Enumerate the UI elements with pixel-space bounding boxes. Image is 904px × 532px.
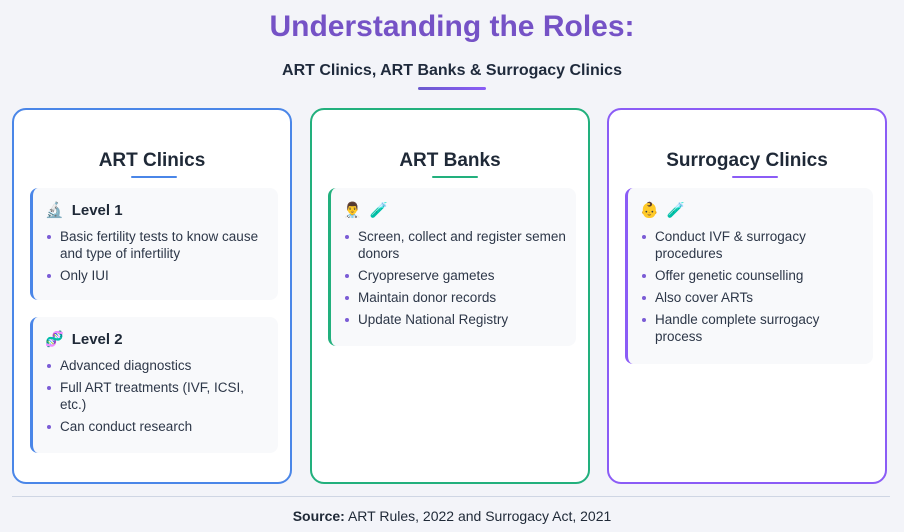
card-title: ART Banks [399, 150, 501, 171]
level-1-header: 🔬 Level 1 [45, 198, 268, 222]
list-item: Handle complete surrogacy process [640, 311, 863, 345]
baby-icon: 👶 [640, 201, 659, 219]
test-tube-icon: 🧪 [666, 201, 686, 219]
list-item: Also cover ARTs [640, 289, 863, 306]
list-item: Screen, collect and register semen donor… [343, 228, 566, 262]
card-art-banks: ART Banks 👨‍⚕️ 🧪 Screen, collect and reg… [310, 108, 590, 484]
list-item: Can conduct research [45, 418, 268, 435]
list-item: Only IUI [45, 267, 268, 284]
list-item: Update National Registry [343, 311, 566, 328]
list-item: Basic fertility tests to know cause and … [45, 228, 268, 262]
art-banks-box: 👨‍⚕️ 🧪 Screen, collect and register seme… [328, 188, 576, 346]
level-1-box: 🔬 Level 1 Basic fertility tests to know … [30, 188, 278, 300]
footer-divider [12, 496, 890, 497]
source-text: ART Rules, 2022 and Surrogacy Act, 2021 [344, 508, 612, 524]
art-banks-list: Screen, collect and register semen donor… [343, 228, 566, 328]
list-item: Full ART treatments (IVF, ICSI, etc.) [45, 379, 268, 413]
card-title-underline [131, 176, 177, 178]
level-2-list: Advanced diagnostics Full ART treatments… [45, 357, 268, 435]
source-footer: Source: ART Rules, 2022 and Surrogacy Ac… [0, 508, 904, 524]
list-item: Conduct IVF & surrogacy procedures [640, 228, 863, 262]
list-item: Cryopreserve gametes [343, 267, 566, 284]
level-1-title: Level 1 [71, 201, 123, 219]
doctor-icon: 👨‍⚕️ [343, 201, 362, 219]
microscope-icon: 🔬 [45, 201, 64, 219]
page-title: Understanding the Roles: [269, 10, 635, 43]
card-title: ART Clinics [98, 150, 206, 171]
level-2-title: Level 2 [71, 330, 123, 348]
card-title-underline [432, 176, 478, 178]
list-item: Advanced diagnostics [45, 357, 268, 374]
list-item: Maintain donor records [343, 289, 566, 306]
level-2-box: 🧬 Level 2 Advanced diagnostics Full ART … [30, 317, 278, 453]
page-subtitle: ART Clinics, ART Banks & Surrogacy Clini… [282, 62, 622, 79]
surrogacy-box: 👶 🧪 Conduct IVF & surrogacy procedures O… [625, 188, 873, 364]
source-label: Source: [292, 508, 345, 524]
list-item: Offer genetic counselling [640, 267, 863, 284]
level-2-header: 🧬 Level 2 [45, 327, 268, 351]
card-title-underline [732, 176, 778, 178]
card-title: Surrogacy Clinics [666, 150, 828, 171]
dna-icon: 🧬 [45, 330, 64, 348]
card-surrogacy-clinics: Surrogacy Clinics 👶 🧪 Conduct IVF & surr… [607, 108, 887, 484]
surrogacy-icons: 👶 🧪 [640, 198, 863, 222]
level-1-list: Basic fertility tests to know cause and … [45, 228, 268, 284]
card-art-clinics: ART Clinics 🔬 Level 1 Basic fertility te… [12, 108, 292, 484]
test-tube-icon: 🧪 [369, 201, 389, 219]
art-banks-icons: 👨‍⚕️ 🧪 [343, 198, 566, 222]
surrogacy-list: Conduct IVF & surrogacy procedures Offer… [640, 228, 863, 345]
subtitle-underline [418, 87, 486, 90]
